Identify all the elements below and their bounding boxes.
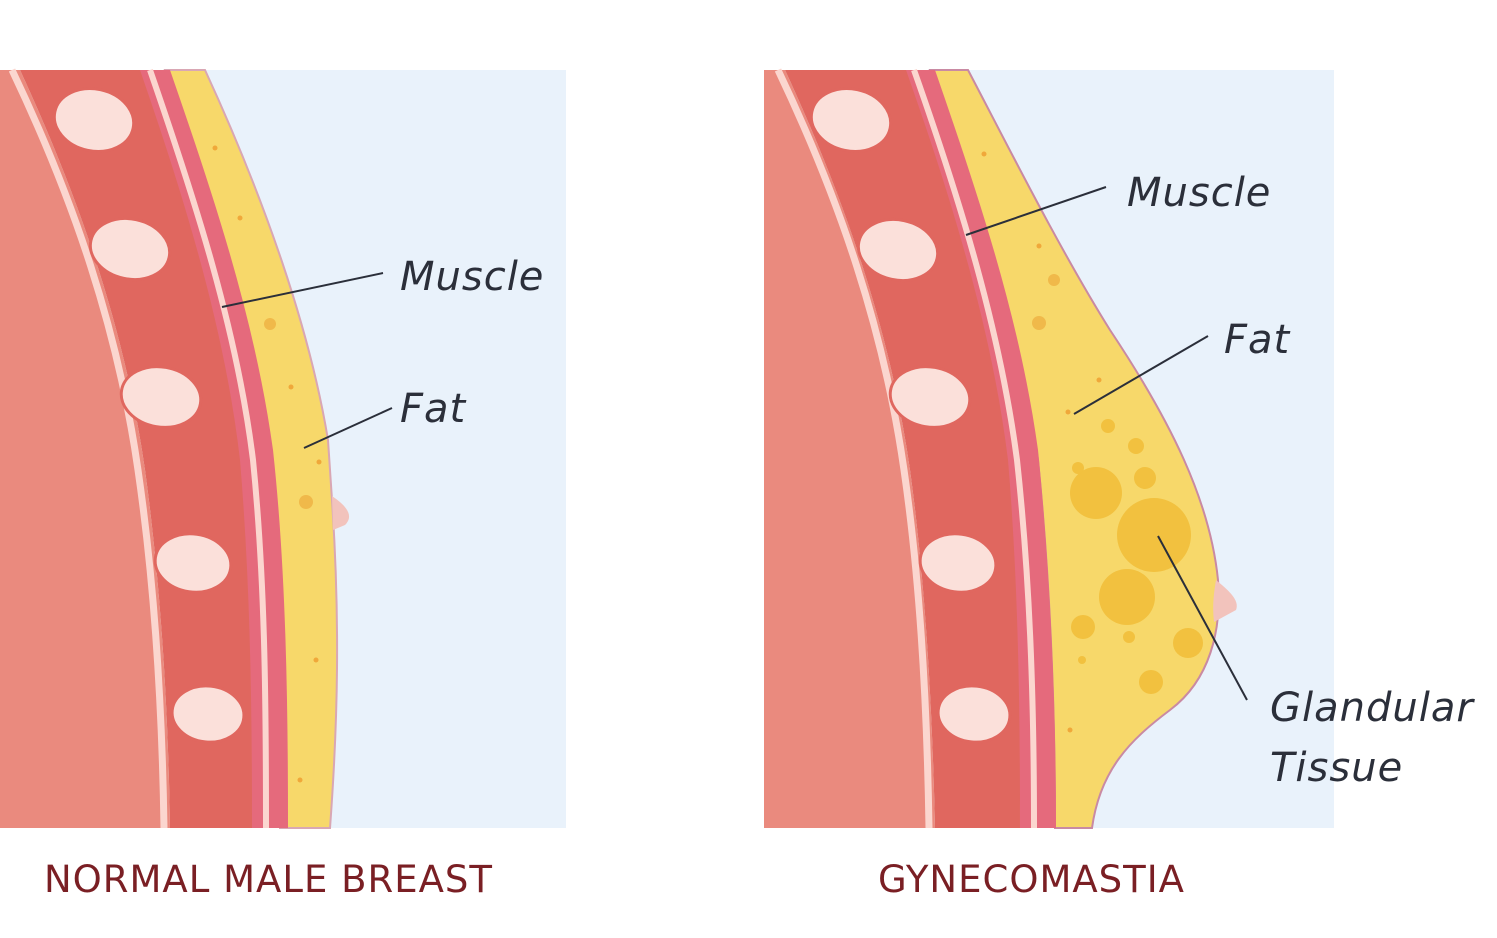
- fat-dot: [264, 318, 276, 330]
- muscle-leader-line: [965, 186, 1107, 236]
- fat-dot: [297, 777, 303, 783]
- fat-dot: [1036, 243, 1042, 249]
- glandular-leader-line: [1157, 535, 1248, 701]
- glandular-tissue: [1134, 467, 1156, 489]
- fat-dot: [313, 657, 319, 663]
- fat-dot: [299, 495, 313, 509]
- muscle-label: Muscle: [400, 254, 544, 300]
- fat-dot: [981, 151, 987, 157]
- rib-bone: [856, 217, 940, 283]
- fat-dot: [1065, 409, 1071, 415]
- rib-bone: [809, 87, 893, 153]
- rib-bone: [170, 684, 246, 744]
- chest-cavity: [764, 70, 935, 828]
- fat-dot: [237, 215, 243, 221]
- glandular-tissue: [1072, 462, 1084, 474]
- glandular-tissue: [1139, 670, 1163, 694]
- fat-dot: [1048, 274, 1060, 286]
- glandular-tissue: [1078, 656, 1086, 664]
- fat-dot: [288, 384, 294, 390]
- fat-dot: [212, 145, 218, 151]
- fat-leader-line: [1073, 335, 1209, 415]
- normal-breast-illustration: Muscle Fat: [0, 68, 566, 829]
- rib-bone: [888, 365, 972, 429]
- muscle-label: Muscle: [1127, 170, 1271, 216]
- muscle-leader-line: [221, 272, 384, 308]
- rib-bone: [52, 87, 136, 153]
- rib-bone: [936, 684, 1012, 744]
- membrane-line: [911, 68, 1037, 829]
- fat-dot: [1067, 727, 1073, 733]
- glandular-tissue: [1101, 419, 1115, 433]
- fat-dot: [1032, 316, 1046, 330]
- gynecomastia-caption: GYNECOMASTIA: [878, 858, 1185, 901]
- pleura-line: [774, 68, 933, 829]
- nipple: [1213, 580, 1237, 622]
- membrane-line: [147, 69, 269, 829]
- rib-layer: [785, 70, 1020, 828]
- fat-dot: [1096, 377, 1102, 383]
- glandular-label-line1: Glandular: [1270, 685, 1475, 731]
- gynecomastia-illustration: Muscle Fat Glandular Tissue: [764, 68, 1475, 829]
- rib-bone: [918, 532, 998, 594]
- rib-bone: [119, 365, 203, 429]
- fat-label: Fat: [400, 386, 467, 432]
- glandular-tissue: [1128, 438, 1144, 454]
- fat-leader-line: [303, 407, 393, 449]
- normal-breast-caption: NORMAL MALE BREAST: [44, 858, 493, 901]
- nipple: [332, 496, 350, 530]
- glandular-label-line2: Tissue: [1270, 745, 1403, 791]
- glandular-tissue: [1117, 498, 1191, 572]
- rib-bone: [153, 532, 233, 594]
- rib-layer: [20, 70, 252, 828]
- pleura-line: [8, 68, 168, 829]
- glandular-tissue: [1123, 631, 1135, 643]
- glandular-tissue: [1071, 615, 1095, 639]
- rib-bone: [88, 216, 172, 282]
- fat-label: Fat: [1224, 317, 1291, 363]
- chest-cavity: [0, 70, 170, 828]
- glandular-tissue: [1173, 628, 1203, 658]
- glandular-tissue: [1070, 467, 1122, 519]
- glandular-tissue: [1099, 569, 1155, 625]
- fat-dot: [316, 459, 322, 465]
